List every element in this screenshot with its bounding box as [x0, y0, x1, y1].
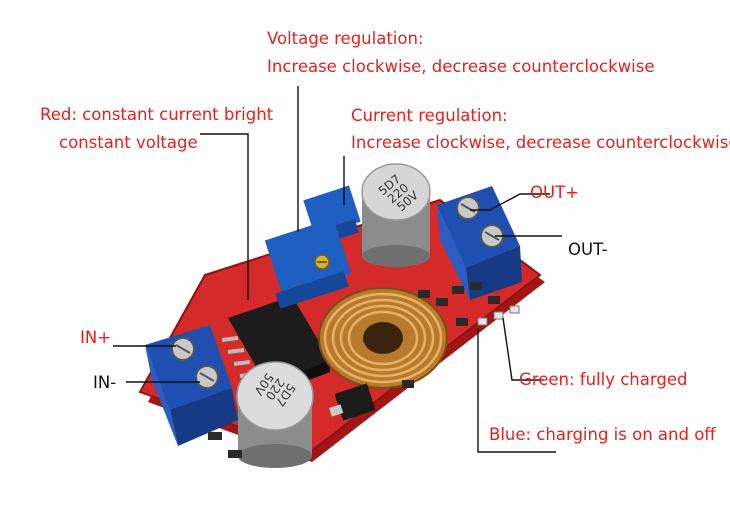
toroid-inductor [318, 287, 448, 389]
current-regulation-title: Current regulation: [351, 106, 508, 125]
blue-led-label: Blue: charging is on and off [489, 425, 716, 444]
pointer-lines [113, 86, 562, 453]
in-minus-label: IN- [93, 373, 117, 392]
red-led-label-line-2: constant voltage [59, 133, 198, 152]
red-led-label-line-1: Red: constant current bright [40, 105, 274, 124]
out-plus-label: OUT+ [530, 183, 579, 202]
current-regulation-desc: Increase clockwise, decrease countercloc… [351, 133, 730, 152]
voltage-regulation-title: Voltage regulation: [267, 29, 424, 48]
pointer-blue [477, 328, 556, 453]
out-minus-label: OUT- [568, 240, 608, 259]
smd-parts [208, 282, 500, 458]
voltage-potentiometer [264, 218, 352, 309]
pointer-out-plus [470, 193, 550, 211]
voltage-regulation-desc: Increase clockwise, decrease countercloc… [267, 57, 655, 76]
status-leds [477, 305, 520, 326]
in-plus-label: IN+ [80, 328, 112, 347]
green-led-label: Green: fully charged [519, 370, 688, 389]
diode [329, 383, 376, 421]
capacitor-left: 5D7 220 50V [236, 361, 314, 468]
capacitor-right: 5D7 220 50V [361, 163, 431, 267]
pointer-red-led [200, 133, 249, 300]
pointer-green [502, 317, 544, 381]
